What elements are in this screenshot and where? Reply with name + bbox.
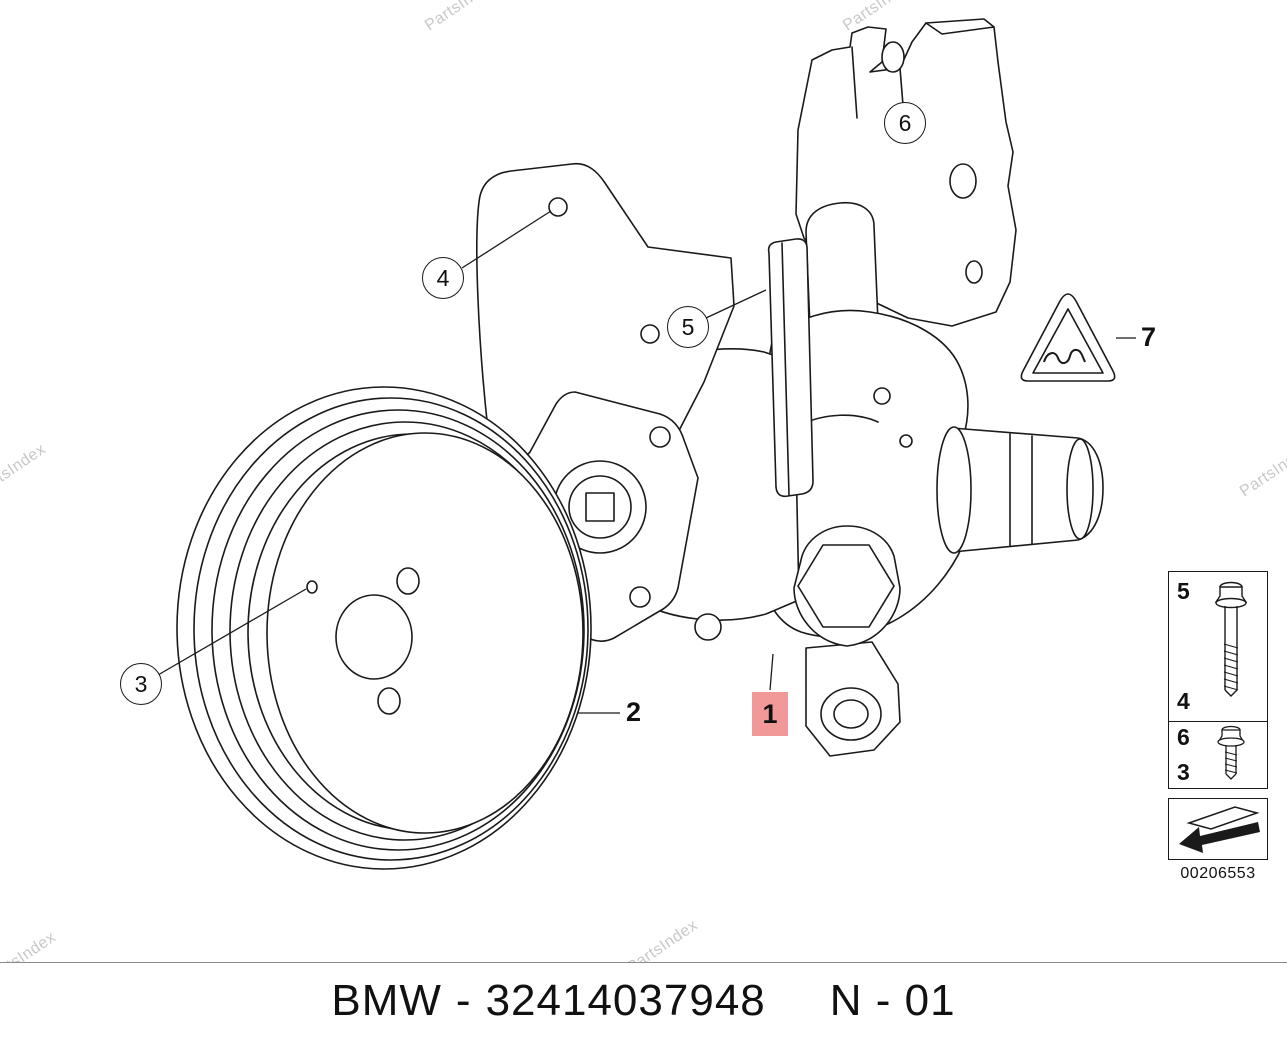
warning-triangle-icon	[1020, 293, 1116, 382]
legend-box-long-bolt: 5 4	[1168, 571, 1268, 722]
legend-label-6: 6	[1177, 723, 1190, 750]
footer-separator: -	[455, 975, 472, 1025]
legend-label-3: 3	[1177, 758, 1190, 785]
callout-7: 7	[1141, 322, 1157, 352]
callout-3: 3	[120, 663, 162, 705]
direction-arrow-box	[1168, 797, 1268, 860]
callout-1: 1	[762, 698, 778, 729]
part-1-highlight: 1	[752, 692, 788, 736]
fastener-legend: 5 4 6 3	[1168, 571, 1268, 883]
footer-part-reference: BMW - 32414037948	[331, 976, 765, 1026]
short-bolt-icon	[1217, 725, 1245, 780]
pulley	[176, 386, 592, 870]
direction-arrow-icon	[1179, 805, 1260, 853]
footer-caption: BMW - 32414037948 N - 01	[0, 962, 1287, 1038]
footer-part-number: 32414037948	[485, 975, 766, 1025]
legend-label-5: 5	[1177, 578, 1190, 604]
legend-box-short-bolt: 6 3	[1168, 720, 1268, 789]
long-bolt-icon	[1214, 581, 1248, 697]
leader-lines	[157, 210, 1136, 714]
callout-5: 5	[667, 306, 709, 348]
pump-assembly	[476, 18, 1104, 757]
footer-brand: BMW	[331, 975, 442, 1025]
callout-2: 2	[626, 697, 642, 727]
callout-6: 6	[884, 102, 926, 144]
legend-label-4: 4	[1177, 688, 1190, 714]
footer-revision: N - 01	[829, 975, 956, 1025]
callout-4: 4	[422, 257, 464, 299]
diagram-code: 00206553	[1180, 864, 1256, 882]
